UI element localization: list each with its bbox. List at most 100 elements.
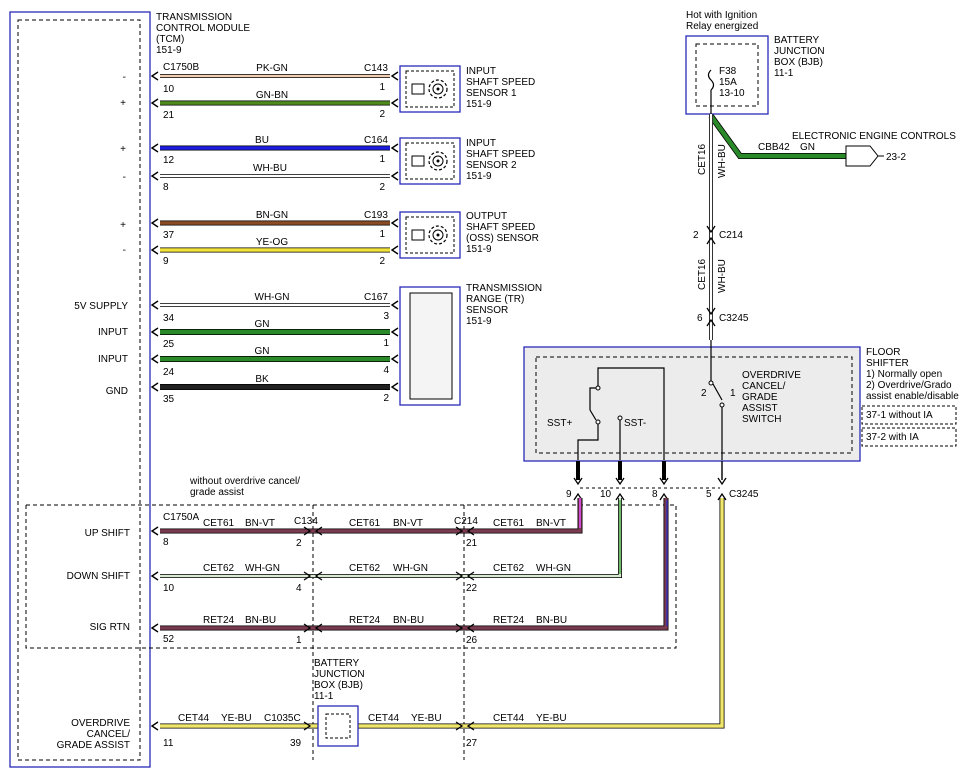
svg-text:RET24: RET24 [203,615,235,626]
bjb-bottom: BATTERY JUNCTION BOX (BJB) 11-1 [314,658,365,747]
pin-left: 10 [163,84,175,95]
without-od-region: without overdrive cancel/ grade assist [25,476,677,760]
svg-text:CET62: CET62 [349,563,381,574]
svg-text:WH-GN: WH-GN [393,563,428,574]
svg-text:C214: C214 [454,516,478,527]
pin-right: 2 [379,182,385,193]
pin-left: 25 [163,339,175,350]
upper-wire-labels: 10 21 12 8 37 9 34 25 24 35 PK-GN GN-BN … [163,63,389,405]
svg-text:FLOOR: FLOOR [866,347,900,358]
pin-right: 1 [379,229,385,240]
svg-text:BOX (BJB): BOX (BJB) [314,680,363,691]
svg-text:JUNCTION: JUNCTION [314,669,365,680]
svg-text:CET61: CET61 [203,518,235,529]
svg-text:13-10: 13-10 [719,88,745,99]
svg-text:CET61: CET61 [349,518,381,529]
pin-label: - [123,245,126,256]
pin-label: + [120,144,126,155]
svg-text:BN-VT: BN-VT [245,518,275,529]
svg-text:SHAFT SPEED: SHAFT SPEED [466,149,535,160]
svg-text:(OSS) SENSOR: (OSS) SENSOR [466,233,539,244]
svg-text:23-2: 23-2 [886,152,906,163]
pin-label: CANCEL/ [87,729,131,740]
pin-left: 35 [163,394,175,405]
svg-text:4: 4 [296,583,302,594]
gear-icon [428,79,448,99]
svg-text:C214: C214 [719,230,743,241]
connector-label: C143 [364,63,388,74]
sensor-2: INPUT SHAFT SPEED SENSOR 2 151-9 [399,137,535,185]
svg-text:151-9: 151-9 [466,316,492,327]
pin-left: 21 [163,110,175,121]
svg-text:TRANSMISSION: TRANSMISSION [466,283,542,294]
pin-label: 5V SUPPLY [74,301,128,312]
svg-text:YE-BU: YE-BU [536,713,567,724]
wire-color: BU [255,135,269,146]
svg-text:BN-BU: BN-BU [393,615,424,626]
lower-wires [160,498,725,729]
svg-text:39: 39 [290,738,302,749]
svg-text:151-9: 151-9 [466,244,492,255]
tcm-title-4: 151-9 [156,45,182,56]
svg-text:OUTPUT: OUTPUT [466,211,507,222]
svg-text:WH-GN: WH-GN [245,563,280,574]
tcm-arrows [150,71,159,731]
svg-text:5: 5 [706,489,712,500]
svg-text:CET62: CET62 [203,563,235,574]
svg-text:SHAFT SPEED: SHAFT SPEED [466,222,535,233]
svg-text:SHIFTER: SHIFTER [866,358,909,369]
eec-wire: CBB42 GN ELECTRONIC ENGINE CONTROLS 23-2 [708,114,956,167]
svg-text:CET16: CET16 [697,258,708,290]
svg-text:BN-BU: BN-BU [245,615,276,626]
svg-text:BN-VT: BN-VT [536,518,566,529]
svg-text:ASSIST: ASSIST [742,403,778,414]
svg-text:CET61: CET61 [493,518,525,529]
svg-text:8: 8 [163,537,169,548]
svg-text:WH-BU: WH-BU [717,144,728,178]
svg-text:11-1: 11-1 [774,68,794,79]
pin-label: + [120,98,126,109]
svg-text:151-9: 151-9 [466,99,492,110]
pin-label: - [123,72,126,83]
svg-text:Hot with Ignition: Hot with Ignition [686,10,757,21]
svg-text:2: 2 [693,230,699,241]
svg-text:SENSOR 1: SENSOR 1 [466,88,517,99]
pin-label: SIG RTN [90,622,130,633]
svg-text:CBB42: CBB42 [758,142,790,153]
svg-text:C3245: C3245 [719,313,749,324]
svg-text:RANGE (TR): RANGE (TR) [466,294,524,305]
pin-label: GRADE ASSIST [57,740,130,751]
svg-text:OVERDRIVE: OVERDRIVE [742,370,801,381]
gear-icon [428,225,448,245]
svg-text:37-1 without IA: 37-1 without IA [866,410,933,421]
wire-color: GN [255,319,270,330]
inline-arrows [303,526,475,731]
svg-text:10: 10 [163,583,175,594]
svg-text:INPUT: INPUT [466,138,496,149]
svg-text:2) Overdrive/Grado: 2) Overdrive/Grado [866,380,952,391]
tcm-connector-bottom: C1750A [163,512,199,523]
svg-text:CET16: CET16 [697,143,708,175]
svg-text:GN: GN [800,142,815,153]
svg-text:26: 26 [466,635,478,646]
svg-text:BATTERY: BATTERY [314,658,360,669]
lower-wire-labels: 8 10 52 11 CET61 BN-VT CET61 BN-VT CET61… [163,516,571,749]
svg-text:1) Normally open: 1) Normally open [866,369,942,380]
shifter-drop-wires: 9 10 8 5 C3245 [566,461,759,501]
svg-text:2: 2 [701,388,707,399]
wire-color: WH-GN [255,292,290,303]
svg-text:C134: C134 [294,516,318,527]
wire-color: WH-BU [253,163,287,174]
tcm-title-1: TRANSMISSION [156,12,232,23]
upper-wires [160,74,390,390]
svg-text:SST-: SST- [624,418,646,429]
svg-text:SST+: SST+ [547,418,572,429]
tcm-title-2: CONTROL MODULE [156,23,250,34]
svg-text:CET44: CET44 [368,713,400,724]
pin-left: 34 [163,313,175,324]
pin-left: 12 [163,155,175,166]
pin-label: + [120,220,126,231]
svg-text:10: 10 [600,489,612,500]
svg-text:assist enable/disable: assist enable/disable [866,391,959,402]
